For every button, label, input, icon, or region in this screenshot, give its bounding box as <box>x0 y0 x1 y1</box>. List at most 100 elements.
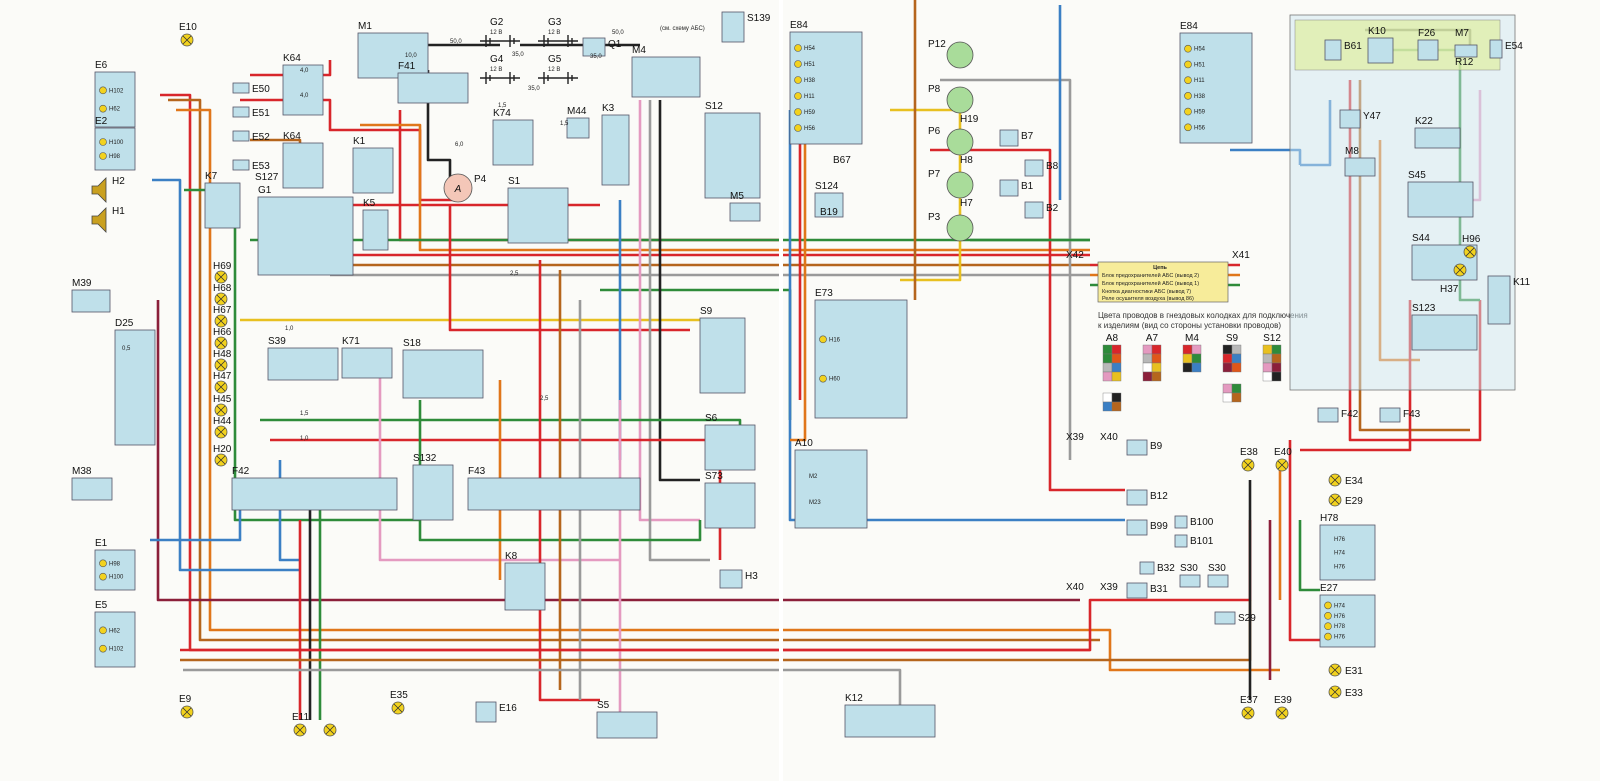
component-label: G4 <box>490 54 504 65</box>
component-body <box>71 477 113 501</box>
sub-label: H76 <box>1334 614 1346 620</box>
color-cell <box>1111 371 1122 382</box>
wire-gauge-label: 1,0 <box>285 326 294 332</box>
legend-box <box>1097 261 1229 303</box>
sub-label: H11 <box>1194 78 1205 84</box>
component-m38 <box>71 477 113 501</box>
component-label: X40 <box>1100 432 1118 443</box>
component-body <box>704 424 756 471</box>
component-h66 <box>214 336 228 350</box>
voltage-label: 12 В <box>490 30 502 36</box>
component-body <box>999 129 1019 147</box>
component-h20 <box>214 453 228 467</box>
component-body <box>582 37 606 57</box>
color-cell <box>1231 353 1242 364</box>
lamp-icon <box>99 559 107 568</box>
component-body <box>814 192 844 218</box>
component-body <box>94 71 136 128</box>
component-label: B101 <box>1190 536 1214 547</box>
color-cell <box>1182 353 1193 364</box>
component-label: G1 <box>258 185 272 196</box>
component-label: E84 <box>790 20 808 31</box>
sub-label: M2 <box>809 474 818 480</box>
component-lamp <box>323 723 337 737</box>
component-k12 <box>844 704 936 738</box>
component-body <box>232 159 250 171</box>
component-label: E51 <box>252 108 270 119</box>
component-body <box>232 82 250 94</box>
component-g2: 12 В <box>480 30 520 47</box>
lamp-cross <box>393 703 403 713</box>
lamp-cross <box>182 707 192 717</box>
component-k1 <box>352 147 394 194</box>
color-cell <box>1222 353 1233 364</box>
component-g1 <box>257 196 354 276</box>
component-label: K74 <box>493 108 511 119</box>
component-label: F42 <box>1341 409 1359 420</box>
component-s124 <box>814 192 844 218</box>
component-body <box>1174 534 1188 548</box>
component-label: E34 <box>1345 476 1363 487</box>
wire-red <box>448 205 690 332</box>
component-m1 <box>357 32 429 79</box>
component-body <box>71 289 111 313</box>
component-h48 <box>214 358 228 372</box>
component-label: P7 <box>928 169 941 180</box>
component-body <box>475 701 497 723</box>
component-label: S73 <box>705 471 723 482</box>
component-p4: A <box>443 173 473 203</box>
component-body <box>1317 407 1339 423</box>
battery-icon <box>480 72 520 84</box>
component-body <box>232 130 250 142</box>
component-e37 <box>1241 706 1255 720</box>
component-body <box>794 449 868 529</box>
lamp-cross <box>1277 708 1287 718</box>
component-label: H37 <box>1440 284 1459 295</box>
wire-blue <box>1230 148 1302 165</box>
component-body <box>1126 439 1148 456</box>
component-label: H78 <box>1320 513 1339 524</box>
component-body <box>721 11 745 43</box>
component-label: E50 <box>252 84 270 95</box>
component-e9 <box>180 705 194 719</box>
wire-gauge-label: 35,0 <box>512 52 524 58</box>
gauge-icon <box>946 128 974 156</box>
component-label: H8 <box>960 155 973 166</box>
battery-icon <box>538 35 578 47</box>
gauge-icon <box>946 86 974 114</box>
lamp-icon <box>794 44 802 52</box>
wire-green <box>600 288 792 420</box>
component-label: E10 <box>179 22 197 33</box>
component-label: B19 <box>820 207 838 218</box>
component-label: H2 <box>112 176 125 187</box>
component-label: H20 <box>213 444 232 455</box>
component-k8 <box>504 562 546 611</box>
wire-blue <box>788 110 1125 522</box>
sub-label: H54 <box>1194 47 1206 53</box>
component-s12 <box>704 112 761 199</box>
component-body <box>1174 515 1188 529</box>
component-label: A10 <box>795 438 813 449</box>
component-label: P8 <box>928 84 941 95</box>
wire-brown <box>168 98 1100 642</box>
component-label: E33 <box>1345 688 1363 699</box>
component-e40 <box>1275 458 1289 472</box>
component-label: B31 <box>1150 584 1168 595</box>
component-y47 <box>1339 109 1361 129</box>
lamp-icon <box>99 626 107 635</box>
component-body <box>1324 39 1342 61</box>
component-label: H19 <box>960 114 979 125</box>
lamp-icon <box>1184 76 1192 84</box>
component-label: E35 <box>390 690 408 701</box>
component-label: S12 <box>705 101 723 112</box>
wire-gauge-label: 50,0 <box>450 39 462 45</box>
wire-gray <box>183 668 902 705</box>
component-label: B9 <box>1150 441 1163 452</box>
component-label: B8 <box>1046 161 1059 172</box>
component-g5: 12 В <box>538 67 578 84</box>
component-body <box>1411 314 1478 351</box>
